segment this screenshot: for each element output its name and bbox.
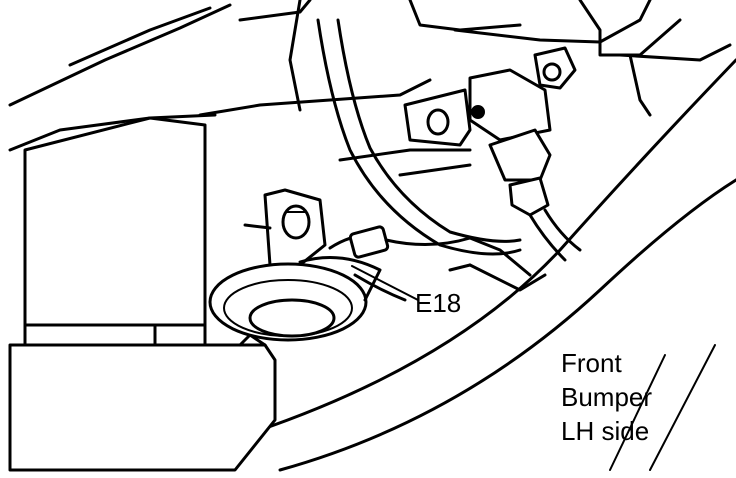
caption-line-2: Bumper bbox=[561, 382, 653, 412]
location-caption: Front Bumper LH side bbox=[561, 346, 652, 448]
caption-line-3: LH side bbox=[561, 416, 650, 446]
caption-line-1: Front bbox=[561, 348, 622, 378]
body-panel bbox=[8, 0, 732, 152]
upper-connector bbox=[403, 46, 582, 262]
upper-cable bbox=[316, 18, 522, 256]
horn bbox=[208, 256, 382, 342]
bolt-icon bbox=[281, 204, 311, 240]
inner-panel bbox=[338, 148, 547, 292]
fender-edge bbox=[118, 58, 736, 472]
e18-leader bbox=[351, 265, 419, 301]
e18-callout-label: E18 bbox=[415, 288, 462, 318]
horn-bracket bbox=[243, 188, 327, 267]
